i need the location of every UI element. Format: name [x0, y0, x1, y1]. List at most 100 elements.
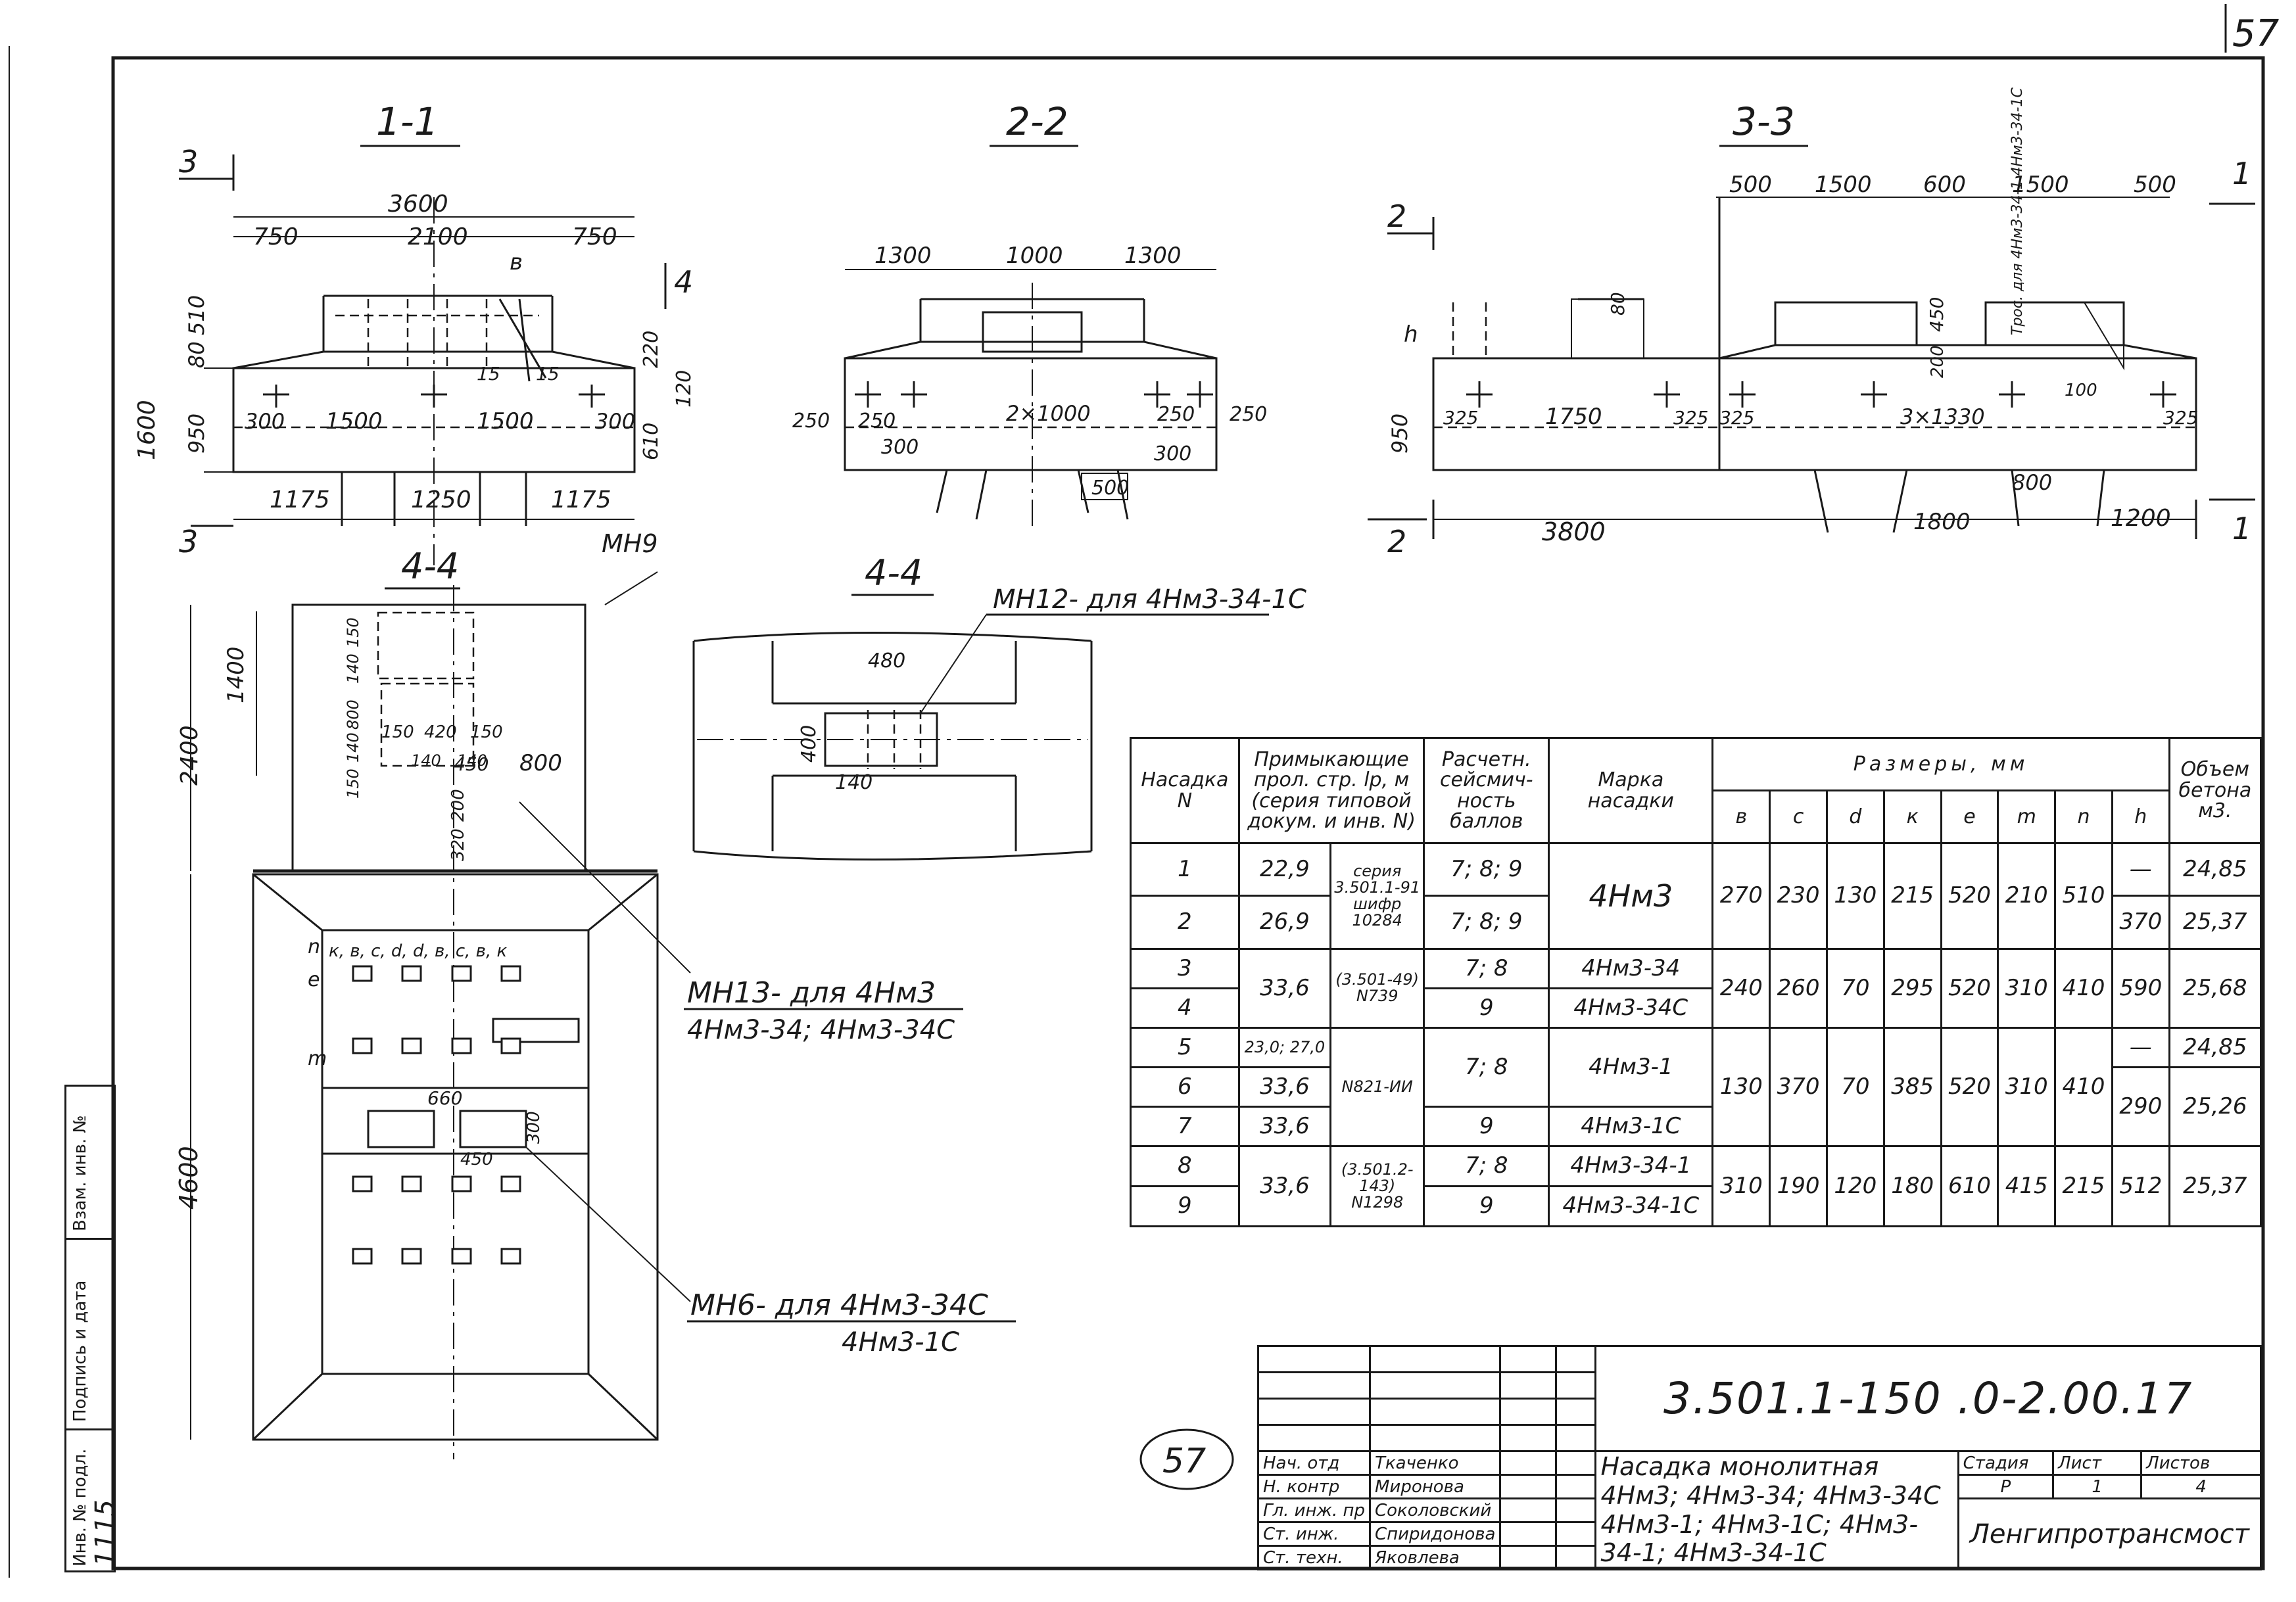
th-sizes: Размеры, мм	[1711, 737, 2170, 791]
side-vzam: Взам. инв. №	[70, 1115, 90, 1231]
dim-1-1-left: 750	[253, 224, 299, 250]
cut-mark-3-top: 3	[179, 144, 198, 179]
dim-plan-150b: 150	[344, 768, 362, 799]
section-2-2-drawing	[844, 269, 1218, 526]
dim-plan-c140a: 140	[411, 751, 441, 770]
dim-plan-140b: 140	[344, 732, 362, 763]
side-podpis: Подпись и дата	[70, 1280, 90, 1422]
dim-plan-150a: 150	[344, 617, 362, 648]
dim-plan-140a: 140	[344, 653, 362, 684]
role-3: Гл. инж. пр	[1257, 1497, 1371, 1523]
doc-code: 3.501.1-150 .0-2.00.17	[1594, 1345, 2262, 1452]
table-row: 5 23,0; 27,0 N821-ИИ 7; 8 4Нм3-1 130 370…	[1130, 1026, 2262, 1148]
th-n: n	[2054, 789, 2113, 844]
sheets-value: 4	[2140, 1474, 2262, 1499]
circled-number-text: 57	[1162, 1442, 1206, 1481]
dim-3-3-450: 450	[1926, 297, 1948, 332]
dim-3-3-1500a: 1500	[1815, 172, 1872, 198]
name-3: Соколовский	[1368, 1497, 1502, 1523]
dim-1-1-1250: 1250	[411, 486, 471, 513]
section-title-2-2: 2-2	[1006, 99, 1068, 144]
table-row: 3 33,6 (3.501-49) N739 7; 8 4Нм3-34 240 …	[1130, 947, 2262, 1029]
dim-plan-n: n	[308, 935, 320, 958]
dim-3-3-1500b: 1500	[2012, 172, 2069, 198]
table-row: 8 33,6 (3.501.2-143) N1298 7; 8 4Нм3-34-…	[1130, 1145, 2262, 1227]
dim-1-1-b: в	[510, 249, 523, 275]
dim-1-1-15a: 15	[477, 363, 500, 385]
nasadka-table: Насадка N Примыкающие прол. стр. lр, м (…	[1130, 737, 2262, 1228]
dim-2-2-250b: 250	[858, 410, 896, 433]
dim-1-1-overall: 3600	[388, 191, 448, 218]
dim-2-2-2x1000: 2×1000	[1006, 401, 1091, 426]
dim-3-3-h: h	[1404, 321, 1418, 348]
dim-plan-300: 300	[524, 1111, 544, 1144]
dim-plan-1400: 1400	[223, 646, 249, 703]
dim-plan-c420: 420	[424, 722, 457, 742]
sheets-label: Листов	[2140, 1450, 2262, 1476]
dim-plan-450: 450	[454, 753, 489, 775]
label-mn12: МН12- для 4Нм3-34-1С	[993, 584, 1306, 615]
dim-2-2-500: 500	[1091, 477, 1129, 500]
th-e: е	[1940, 789, 1999, 844]
role-5: Ст. техн.	[1257, 1545, 1371, 1570]
dim-1-1-950: 950	[184, 413, 209, 454]
name-5: Яковлева	[1368, 1545, 1502, 1570]
table-row: 4 9 4Нм3-34С	[1130, 987, 2261, 1029]
detail-4-4-drawing	[692, 614, 1093, 860]
dim-plan-e: е	[308, 968, 320, 991]
dim-2-2-300a: 300	[881, 436, 919, 459]
dim-plan-800b: 800	[519, 750, 562, 776]
dim-plan-450b: 450	[460, 1150, 493, 1169]
dim-plan-c140b: 140	[457, 751, 487, 770]
cut-mark-4: 4	[674, 264, 693, 300]
sheet-label: Лист	[2052, 1450, 2143, 1476]
dim-1-1-mid: 2100	[408, 224, 468, 250]
label-mn13-line2: 4Нм3-34; 4Нм3-34С	[687, 1015, 955, 1045]
dim-1-1-15b: 15	[536, 363, 560, 385]
dim-4-4-140: 140	[835, 771, 873, 794]
section-3-3-drawing	[1432, 197, 2197, 539]
th-b: в	[1711, 789, 1771, 844]
doc-title: Насадка монолитная 4Нм3; 4Нм3-34; 4Нм3-3…	[1594, 1450, 1959, 1570]
dim-3-3-100: 100	[2065, 381, 2097, 400]
table-row: 7 33,6 9 4Нм3-1С	[1130, 1106, 2261, 1148]
name-4: Спиридонова	[1368, 1521, 1502, 1547]
dim-2-2-250d: 250	[1230, 403, 1267, 426]
dim-3-3-3800: 3800	[1542, 517, 1606, 546]
dim-3-3-1200: 1200	[2111, 505, 2171, 532]
dim-3-3-80: 80	[1607, 292, 1629, 316]
note-3-3-anchor: Трос. для 4Нм3-34-1 4Нм3-34-1С	[2009, 87, 2026, 335]
table-row: 2 26,9 7; 8; 9 370 25,37	[1130, 895, 2262, 950]
cut-mark-2-bottom: 2	[1387, 524, 1406, 559]
dim-plan-m: m	[308, 1047, 327, 1070]
th-m: m	[1997, 789, 2057, 844]
dim-4-4-480: 480	[868, 649, 905, 672]
dim-1-1-1500b: 1500	[477, 408, 534, 435]
title-block: 3.501.1-150 .0-2.00.17 Нач. отд Ткаченко…	[1257, 1345, 2262, 1570]
stage-label: Стадия	[1957, 1450, 2055, 1476]
stage-value: Р	[1957, 1474, 2055, 1499]
dim-plan-4600: 4600	[174, 1146, 203, 1210]
dim-1-1-right: 750	[572, 224, 617, 250]
side-stamp-block: Взам. инв. № Подпись и дата Инв. № подл.…	[64, 1085, 120, 1572]
label-mn9: МН9	[602, 529, 658, 558]
section-title-1-1: 1-1	[376, 99, 439, 144]
th-c: с	[1769, 789, 1828, 844]
section-1-1-drawing	[204, 197, 636, 565]
dim-1-1-1500a: 1500	[325, 408, 383, 435]
th-volume: Объем бетона м3.	[2168, 737, 2262, 844]
cut-mark-1-bottom: 1	[2232, 511, 2251, 546]
dim-plan-800: 800	[344, 699, 362, 730]
dim-plan-320: 320	[448, 828, 468, 861]
dim-1-1-220: 220	[640, 331, 663, 368]
table-row: 6 33,6 290 25,26	[1130, 1066, 2262, 1148]
dim-plan-200: 200	[448, 789, 468, 822]
sheet-frame	[111, 56, 2265, 1570]
dim-1-1-300a: 300	[245, 409, 285, 434]
dim-3-3-325a: 325	[1443, 407, 1478, 429]
dim-plan-2400: 2400	[176, 725, 203, 786]
dim-plan-c150: 150	[381, 722, 414, 742]
dim-3-3-800: 800	[2012, 470, 2052, 495]
organization: Ленгипротрансмост	[1957, 1497, 2262, 1570]
plan-4-4-drawing	[190, 571, 691, 1459]
